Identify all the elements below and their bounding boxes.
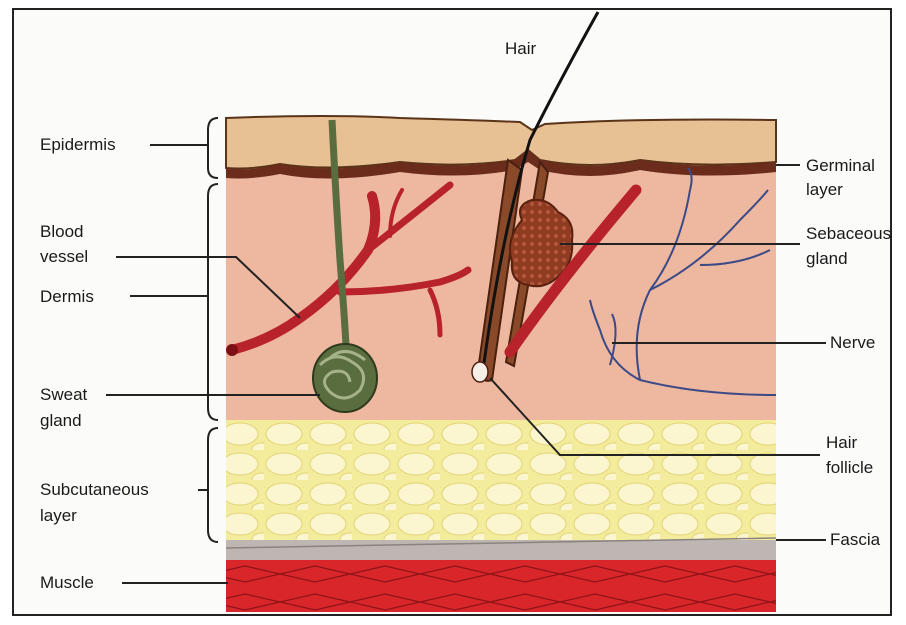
sweat-gland xyxy=(313,344,377,412)
blood-vessel-label-line2: vessel xyxy=(40,245,88,269)
subcutaneous-layer xyxy=(226,420,776,544)
epidermis-layer xyxy=(226,116,776,169)
sweat-gland-label-line1: Sweat xyxy=(40,383,87,407)
dermis-label: Dermis xyxy=(40,285,94,309)
muscle-layer xyxy=(226,560,776,612)
nerve-label: Nerve xyxy=(830,331,875,355)
hair-label: Hair xyxy=(505,37,536,61)
germinal-label-line2: layer xyxy=(806,178,843,202)
fascia-label: Fascia xyxy=(830,528,880,552)
subcutaneous-label-line2: layer xyxy=(40,504,77,528)
muscle-label: Muscle xyxy=(40,571,94,595)
sweat-gland-label-line2: gland xyxy=(40,409,82,433)
sebaceous-label-line2: gland xyxy=(806,247,848,271)
sebaceous-label-line1: Sebaceous xyxy=(806,222,891,246)
epidermis-label: Epidermis xyxy=(40,133,116,157)
blood-vessel-label-line1: Blood xyxy=(40,220,83,244)
hair-follicle-label-line2: follicle xyxy=(826,456,873,480)
subcutaneous-label-line1: Subcutaneous xyxy=(40,478,149,502)
hair-follicle-label-line1: Hair xyxy=(826,431,857,455)
germinal-label-line1: Germinal xyxy=(806,154,875,178)
